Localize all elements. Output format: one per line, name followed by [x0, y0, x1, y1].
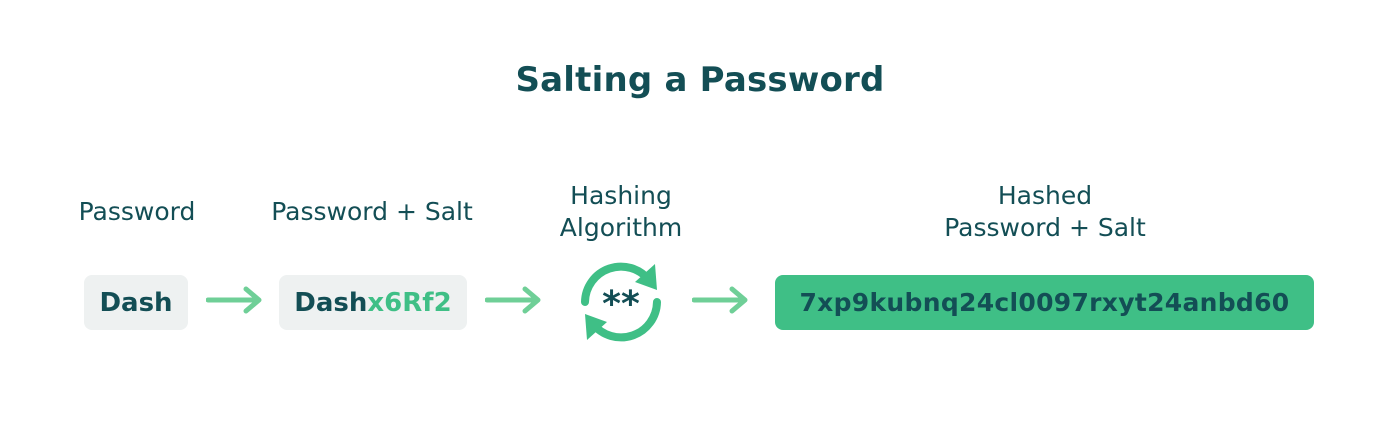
- password-box: Dash: [84, 275, 188, 330]
- password-label: Password: [78, 197, 196, 226]
- hashing-algorithm-label: Hashing Algorithm: [535, 180, 707, 244]
- refresh-cycle-icon: **: [581, 262, 661, 342]
- password-salt-label: Password + Salt: [271, 197, 473, 226]
- password-salt-salt-part: x6Rf2: [367, 287, 452, 318]
- hashed-value: 7xp9kubnq24cl0097rxyt24anbd60: [799, 288, 1290, 317]
- hashing-label-line1: Hashing: [570, 181, 672, 210]
- arrow-right-icon: [692, 286, 748, 314]
- hash-asterisks: **: [602, 284, 640, 325]
- password-value: Dash: [99, 287, 173, 318]
- arrow-right-icon: [485, 286, 541, 314]
- diagram-title: Salting a Password: [515, 60, 885, 100]
- hashed-label-line2: Password + Salt: [944, 213, 1146, 242]
- hashing-label-line2: Algorithm: [559, 213, 683, 242]
- hashed-password-salt-label: Hashed Password + Salt: [915, 180, 1175, 244]
- password-salt-password-part: Dash: [294, 287, 368, 318]
- hashed-label-line1: Hashed: [997, 181, 1093, 210]
- arrow-right-icon: [206, 286, 262, 314]
- hashed-value-box: 7xp9kubnq24cl0097rxyt24anbd60: [775, 275, 1314, 330]
